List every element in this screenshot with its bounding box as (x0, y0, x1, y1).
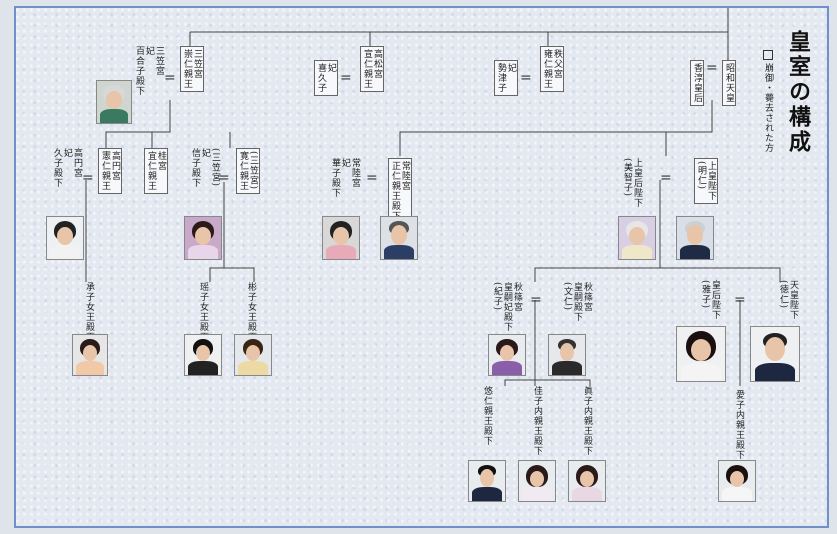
portrait-empress (676, 326, 726, 382)
portrait-princess-tsuguko (72, 334, 108, 376)
marriage-sign: = (82, 170, 94, 186)
princess-hitachi-label: 常陸宮妃華子殿下 (330, 158, 360, 198)
marriage-sign: = (660, 170, 672, 186)
prince-takamado-box: 高円宮憲仁親王 (98, 148, 122, 194)
portrait-emperor (750, 326, 800, 382)
portrait-princess-yoko (184, 334, 222, 376)
portrait-consort-mikasa (96, 80, 132, 124)
portrait-princess-kako (518, 460, 556, 502)
legend-label: 崩御・薨去された方 (763, 63, 773, 153)
empress-label: 皇后陛下(雅子) (700, 280, 720, 320)
princess-tsuguko-label: 承子女王殿下 (84, 282, 94, 342)
princess-mako-label: 眞子内親王殿下 (582, 386, 592, 456)
portrait-empress-emerita (618, 216, 656, 260)
portrait-consort-takamado (46, 216, 84, 260)
prince-hitachi-label: 常陸宮正仁親王殿下 (388, 158, 412, 224)
emperor-emeritus-label: 上皇陛下(明仁) (694, 158, 718, 204)
princess-aiko-label: 愛子内親王殿下 (734, 390, 744, 460)
portrait-prince-hisahito (468, 460, 506, 502)
marriage-sign: = (706, 60, 718, 76)
marriage-sign: = (218, 170, 230, 186)
prince-katsura-box: 桂宮宜仁親王 (144, 148, 168, 194)
portrait-prince-hitachi (380, 216, 418, 260)
marriage-sign: = (340, 70, 352, 86)
marriage-sign: = (164, 70, 176, 86)
marriage-sign: = (520, 70, 532, 86)
emperor-label: 天皇陛下(徳仁) (778, 280, 798, 320)
prince-tomohito-box: (三笠宮)寛仁親王 (236, 148, 260, 194)
prince-chichibu-box: 秩父宮雍仁親王 (540, 46, 564, 92)
marriage-sign: = (366, 170, 378, 186)
consort-mikasa-label: 三笠宮妃百合子殿下 (134, 46, 164, 96)
prince-takamatsu-box: 高松宮宣仁親王 (360, 46, 384, 92)
legend-square-icon (763, 50, 773, 60)
portrait-princess-akiko (234, 334, 272, 376)
marriage-sign: = (734, 292, 746, 308)
consort-takamado-label: 高円宮妃久子殿下 (52, 148, 82, 188)
portrait-princess-aiko (718, 460, 756, 502)
crown-prince-label: 秋篠宮皇嗣殿下(文仁) (562, 282, 592, 322)
princess-akiko-label: 彬子女王殿下 (246, 282, 256, 342)
marriage-sign: = (530, 292, 542, 308)
princess-kako-label: 佳子内親王殿下 (532, 386, 542, 456)
emperor-showa-box: 昭和天皇 (722, 60, 736, 106)
empress-kojun-box: 香淳皇后 (690, 60, 704, 106)
portrait-consort-tomohito (184, 216, 222, 260)
portrait-princess-mako (568, 460, 606, 502)
consort-takamatsu-box: 妃喜久子 (314, 60, 338, 96)
page-title: 皇室の構成 (785, 30, 811, 155)
princess-yoko-label: 瑶子女王殿下 (198, 282, 208, 342)
legend: 崩御・薨去された方 (762, 50, 775, 153)
portrait-crown-princess (488, 334, 526, 376)
prince-mikasa-box: 三笠宮崇仁親王 (180, 46, 204, 92)
prince-hisahito-label: 悠仁親王殿下 (482, 386, 492, 446)
portrait-crown-prince (548, 334, 586, 376)
consort-tomohito-label: (三笠宮)妃信子殿下 (190, 148, 220, 188)
consort-chichibu-box: 妃勢津子 (494, 60, 518, 96)
empress-emerita-label: 上皇后陛下(美智子) (622, 158, 642, 208)
portrait-emperor-emeritus (676, 216, 714, 260)
crown-princess-label: 秋篠宮皇嗣妃殿下(紀子) (492, 282, 522, 332)
portrait-princess-hitachi (322, 216, 360, 260)
